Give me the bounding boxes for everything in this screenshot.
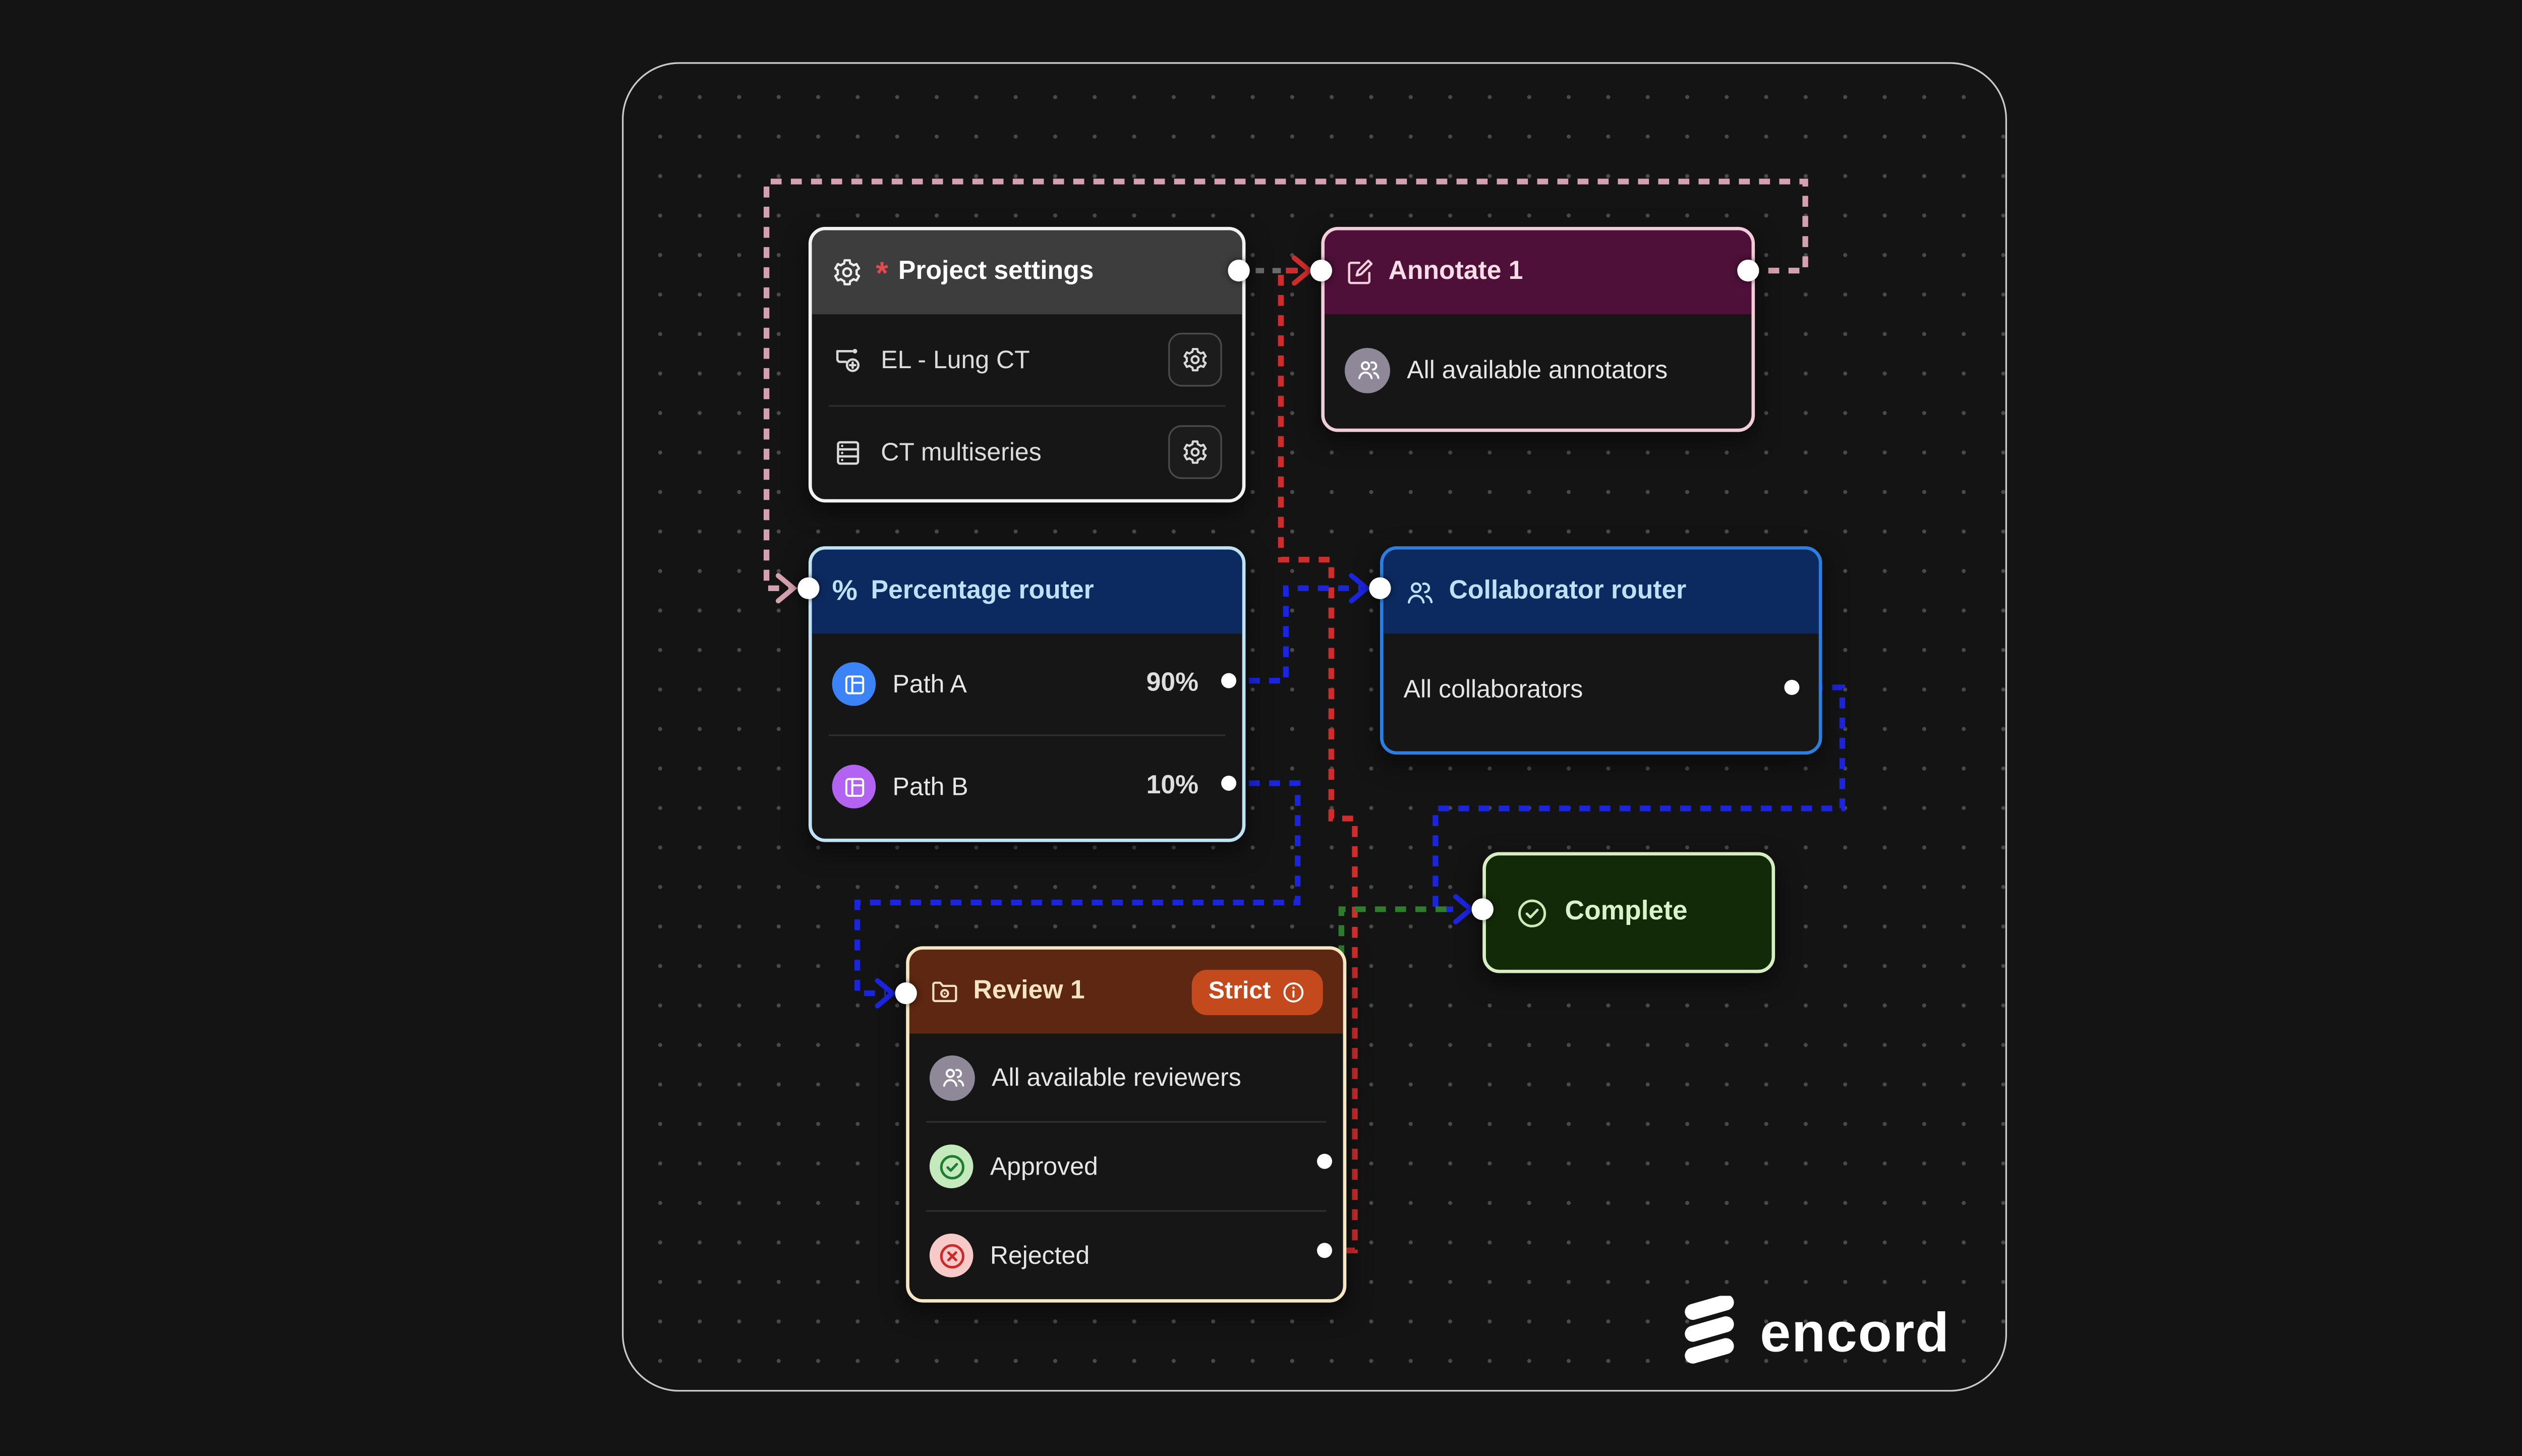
port-annotate-in[interactable]: [1310, 259, 1333, 282]
reviewers-avatar: [929, 1055, 975, 1100]
required-marker: *: [876, 257, 888, 293]
collaborator-router-header: Collaborator router: [1383, 549, 1819, 634]
encord-logo-mark-icon: [1678, 1296, 1745, 1366]
all-collaborators-row[interactable]: All collaborators: [1384, 633, 1819, 746]
people-icon: [1404, 575, 1436, 607]
approved-icon: [929, 1144, 973, 1189]
gear-icon: [832, 257, 863, 287]
all-collaborators-label: All collaborators: [1403, 675, 1583, 705]
port-project-settings-out[interactable]: [1228, 259, 1250, 282]
project-settings-header: * Project settings: [812, 230, 1242, 315]
node-percentage-router[interactable]: % Percentage router Path A 90% Path B 10…: [808, 546, 1246, 842]
port-complete-in[interactable]: [1471, 898, 1494, 920]
port-all-collaborators-out[interactable]: [1784, 679, 1800, 695]
edge-path-b[interactable]: [854, 780, 1301, 997]
annotators-label: All available annotators: [1407, 355, 1668, 384]
rejected-row[interactable]: Rejected: [909, 1212, 1343, 1299]
node-annotate-1[interactable]: Annotate 1 All available annotators: [1321, 226, 1755, 432]
reviewers-row[interactable]: All available reviewers: [909, 1033, 1343, 1121]
path-a-row[interactable]: Path A 90%: [812, 633, 1242, 734]
edge-rejected-loop-arrow: [1292, 255, 1313, 286]
path-b-percentage: 10%: [1146, 771, 1199, 800]
dataset-label: CT multiseries: [881, 438, 1042, 467]
port-collaborator-router-in[interactable]: [1369, 577, 1391, 600]
complete-title: Complete: [1565, 897, 1688, 926]
path-a-label: Path A: [892, 670, 967, 698]
edge-rejected-loop[interactable]: [1278, 267, 1358, 1254]
check-circle-icon: [1515, 895, 1550, 930]
node-project-settings[interactable]: * Project settings EL - Lung CT CT multi…: [808, 226, 1246, 503]
node-complete[interactable]: Complete: [1482, 852, 1775, 973]
port-path-b-out[interactable]: [1221, 775, 1237, 791]
path-a-icon: [832, 662, 876, 706]
edit-square-icon: [1345, 257, 1375, 287]
approved-row[interactable]: Approved: [909, 1123, 1343, 1210]
review-folder-icon: [930, 976, 960, 1007]
reviewers-label: All available reviewers: [992, 1063, 1241, 1092]
edge-collaborator-to-complete-arrow: [1453, 894, 1475, 924]
dataset-settings-button[interactable]: [1168, 425, 1222, 479]
row-divider: [828, 405, 1226, 407]
path-b-row[interactable]: Path B 10%: [812, 736, 1242, 837]
info-icon: [1281, 979, 1306, 1004]
row-divider: [926, 1121, 1327, 1123]
path-a-percentage: 90%: [1146, 669, 1199, 697]
node-review-1[interactable]: Review 1 Strict All available reviewers …: [906, 946, 1347, 1303]
edge-annotate-loop[interactable]: [763, 179, 1808, 592]
strict-label: Strict: [1208, 978, 1271, 1005]
row-divider: [828, 734, 1226, 736]
encord-logo: encord: [1678, 1293, 1974, 1370]
port-annotate-out[interactable]: [1737, 259, 1759, 282]
port-review-in[interactable]: [895, 982, 917, 1005]
ontology-label: EL - Lung CT: [881, 345, 1030, 374]
encord-logo-text: encord: [1760, 1300, 1950, 1362]
ontology-settings-button[interactable]: [1168, 332, 1222, 387]
collaborator-router-title: Collaborator router: [1449, 576, 1687, 605]
edge-path-a-arrow: [1349, 573, 1371, 604]
strict-badge[interactable]: Strict: [1191, 969, 1323, 1015]
annotators-avatar: [1345, 347, 1390, 393]
edge-path-a[interactable]: [1229, 585, 1362, 684]
dataset-icon: [832, 436, 864, 468]
edge-annotate-loop-arrow: [775, 573, 797, 604]
percentage-router-title: Percentage router: [871, 576, 1094, 605]
rejected-icon: [929, 1234, 973, 1277]
port-approved-out[interactable]: [1317, 1153, 1333, 1169]
annotate-header: Annotate 1: [1325, 230, 1752, 315]
dataset-row[interactable]: CT multiseries: [812, 406, 1242, 497]
rejected-label: Rejected: [990, 1241, 1090, 1270]
workflow-plus-icon: [832, 343, 864, 375]
node-collaborator-router[interactable]: Collaborator router All collaborators: [1380, 546, 1822, 755]
annotate-title: Annotate 1: [1388, 257, 1523, 286]
port-path-a-out[interactable]: [1221, 673, 1237, 688]
approved-label: Approved: [990, 1152, 1098, 1181]
path-b-icon: [832, 765, 876, 808]
port-rejected-out[interactable]: [1317, 1243, 1333, 1258]
annotators-row[interactable]: All available annotators: [1325, 314, 1751, 425]
edge-path-b-arrow: [875, 978, 897, 1009]
ontology-row[interactable]: EL - Lung CT: [812, 314, 1242, 405]
edge-collaborator-to-complete[interactable]: [1432, 684, 1846, 912]
project-settings-title: Project settings: [898, 257, 1094, 286]
row-divider: [926, 1210, 1327, 1212]
review-title: Review 1: [973, 976, 1085, 1005]
port-percentage-router-in[interactable]: [797, 577, 820, 600]
percentage-router-header: % Percentage router: [812, 549, 1242, 634]
path-b-label: Path B: [892, 772, 968, 801]
percent-icon: %: [832, 574, 857, 607]
review-header: Review 1 Strict: [909, 949, 1343, 1034]
